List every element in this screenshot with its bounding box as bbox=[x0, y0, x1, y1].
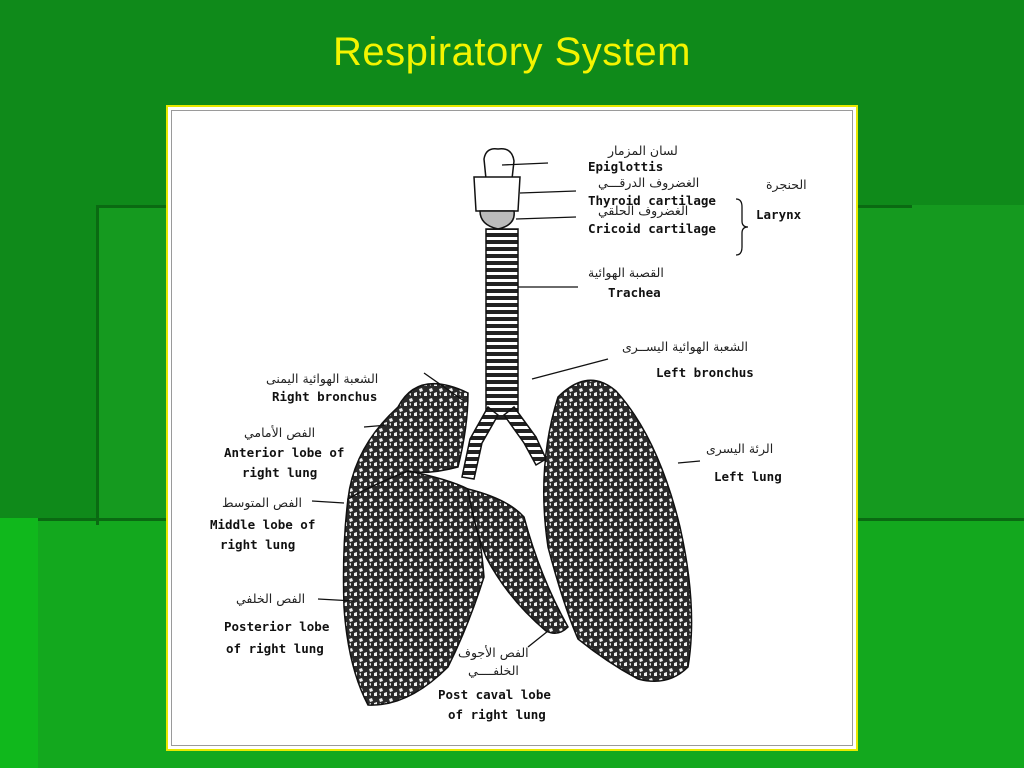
right-bronchus-label-en: Right bronchus bbox=[272, 389, 377, 404]
posterior-lobe-label-en-1: Posterior lobe bbox=[224, 619, 330, 634]
post-caval-label-ar-1: الفص الأجوف bbox=[458, 645, 529, 661]
trachea-label-en: Trachea bbox=[608, 285, 661, 300]
thyroid-label-en: Thyroid cartilage bbox=[588, 193, 716, 208]
cricoid-cartilage-shape bbox=[479, 210, 515, 230]
left-bronchus-shape bbox=[502, 405, 547, 467]
post-caval-label-en-1: Post caval lobe bbox=[438, 687, 551, 702]
cricoid-label-en: Cricoid cartilage bbox=[588, 221, 716, 236]
epiglottis-label-ar: لسان المزمار bbox=[607, 143, 678, 159]
post-caval-label-ar-2: الخلفــــي bbox=[468, 663, 519, 678]
leader-lines bbox=[311, 162, 701, 648]
anterior-lobe-label-en-1: Anterior lobe of bbox=[224, 445, 344, 460]
trachea-shape bbox=[485, 228, 519, 420]
left-bronchus-label-ar: الشعبة الهوائية اليســرى bbox=[622, 339, 748, 355]
trachea-label-ar: القصبة الهوائية bbox=[588, 265, 664, 281]
background-band-left bbox=[0, 518, 38, 768]
post-caval-label-en-2: of right lung bbox=[448, 707, 546, 722]
larynx-label-en: Larynx bbox=[756, 207, 802, 222]
middle-lobe-label-ar: الفص المتوسط bbox=[222, 495, 302, 511]
left-lung-shape bbox=[543, 379, 693, 682]
anterior-lobe-label-en-2: right lung bbox=[242, 465, 317, 480]
diagram-frame: لسان المزمار Epiglottis الغضروف الدرقـــ… bbox=[166, 105, 858, 751]
slide-title: Respiratory System bbox=[333, 30, 691, 74]
right-lung-lower-lobes bbox=[342, 470, 485, 706]
larynx-bracket bbox=[735, 198, 749, 256]
left-bronchus-label-en: Left bronchus bbox=[656, 365, 754, 380]
anterior-lobe-label-ar: الفص الأمامي bbox=[244, 425, 315, 441]
thyroid-label-ar: الغضروف الدرقـــي bbox=[598, 175, 699, 191]
posterior-lobe-label-en-2: of right lung bbox=[226, 641, 324, 656]
epiglottis-shape bbox=[483, 147, 515, 180]
middle-lobe-label-en-2: right lung bbox=[220, 537, 295, 552]
middle-lobe-label-en-1: Middle lobe of bbox=[210, 517, 315, 532]
cricoid-label-ar: الغضروف الحلقي bbox=[598, 203, 688, 219]
post-caval-lobe-shape bbox=[467, 487, 569, 634]
larynx-label-ar: الحنجرة bbox=[766, 177, 807, 193]
right-lung-upper-lobe bbox=[347, 382, 469, 501]
left-lung-label-ar: الرئة اليسرى bbox=[706, 441, 773, 457]
left-lung-label-en: Left lung bbox=[714, 469, 782, 484]
thyroid-cartilage-shape bbox=[473, 176, 521, 212]
right-bronchus-shape bbox=[461, 405, 499, 480]
epiglottis-label-en: Epiglottis bbox=[588, 159, 663, 174]
background-divider-vertical bbox=[96, 205, 99, 525]
posterior-lobe-label-ar: الفص الخلفي bbox=[236, 591, 305, 607]
right-bronchus-label-ar: الشعبة الهوائية اليمنى bbox=[266, 371, 378, 387]
respiratory-diagram: لسان المزمار Epiglottis الغضروف الدرقـــ… bbox=[210, 143, 807, 722]
